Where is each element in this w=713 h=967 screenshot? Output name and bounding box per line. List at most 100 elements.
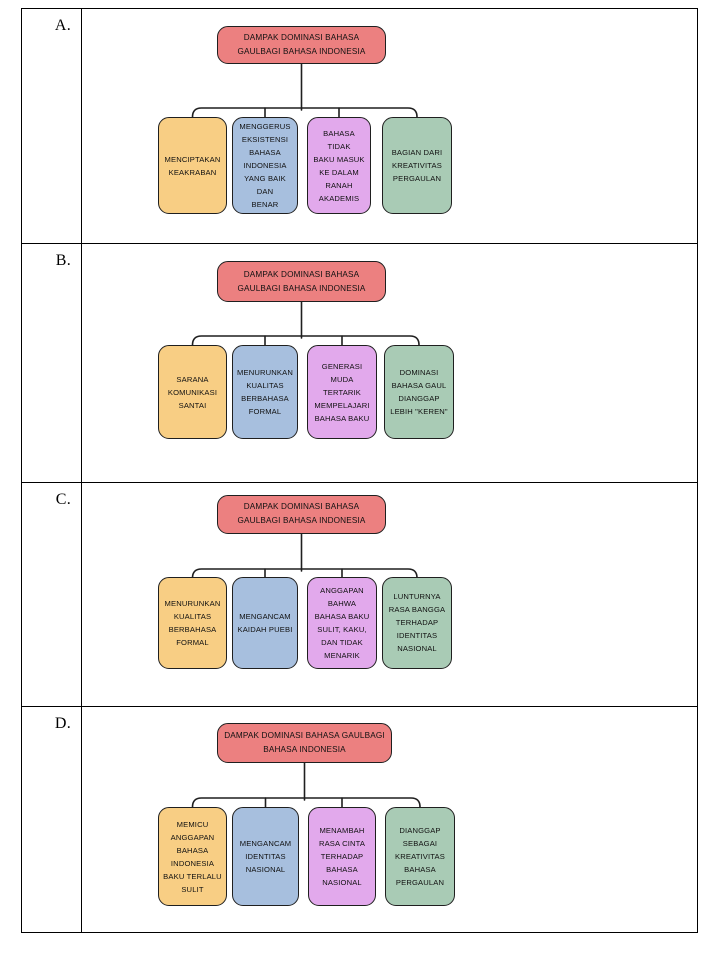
leaf-node-line: BAKU MASUK: [313, 154, 365, 164]
option-label-d: D.: [54, 715, 71, 733]
root-node-label: DAMPAK DOMINASI BAHASA GAULBAGI BAHASA I…: [224, 500, 379, 528]
leaf-node-label: MENGANCAM IDENTITAS NASIONAL: [240, 837, 292, 876]
leaf-node: MENGANCAM IDENTITAS NASIONAL: [232, 807, 299, 907]
option-label-cell-d: D.: [22, 707, 82, 932]
leaf-node-line: KREATIVITAS: [395, 852, 445, 862]
leaf-node-line: IDENTITAS: [245, 852, 286, 862]
leaf-node-line: EKSISTENSI: [241, 135, 289, 144]
leaf-node-line: MENGGERUS: [239, 122, 291, 131]
leaf-node-line: BAHASA: [249, 148, 281, 157]
leaf-node-label: ANGGAPAN BAHWA BAHASA BAKU SULIT, KAKU, DAN …: [315, 584, 370, 662]
leaf-node-line: RASA CINTA: [318, 839, 366, 849]
leaf-node-line: YANG BAIK DAN: [244, 174, 286, 196]
leaf-node-label: MENCIPTAKAN KEAKRABAN: [165, 153, 221, 179]
leaf-node-line: NASIONAL: [397, 644, 437, 654]
leaf-node-label: MENURUNKAN KUALITAS BERBAHASA FORMAL: [237, 366, 293, 418]
leaf-node-line: BERBAHASA: [241, 394, 289, 404]
leaf-node-line: KEAKRABAN: [168, 167, 217, 177]
option-row-a: A. DAMPAK DOMINASI BAHASA GAULBAGI BAHAS…: [22, 9, 697, 245]
leaf-node-line: BAHASA BAKU: [314, 611, 370, 621]
option-row-d: D. DAMPAK DOMINASI BAHASA GAULBAGI BAHAS…: [22, 707, 697, 932]
leaf-node-line: KAIDAH PUEBI: [237, 624, 293, 634]
root-node-line: DAMPAK DOMINASI BAHASA GAUL: [224, 731, 365, 741]
leaf-node-line: KUALITAS: [173, 611, 212, 621]
root-node-line: DAMPAK DOMINASI BAHASA GAUL: [237, 502, 360, 526]
leaf-node-line: MEMPELAJARI: [314, 400, 370, 410]
leaf-node-line: SARANA: [176, 374, 209, 384]
leaf-node-label: BAHASA TIDAK BAKU MASUK KE DALAM RANAH AKADE…: [312, 127, 366, 205]
leaf-node-line: DIANGGAP: [398, 394, 440, 404]
option-label-cell-c: C.: [22, 482, 82, 707]
leaf-node-line: BENAR: [251, 200, 279, 209]
leaf-node-line: SEBAGAI: [402, 839, 438, 849]
leaf-node-line: MUDA: [330, 374, 354, 384]
leaf-node-label: MENGGERUS EKSISTENSI BAHASA INDONESIA YANG B…: [237, 120, 293, 211]
leaf-node-line: SULIT: [181, 884, 204, 894]
leaf-node-line: KE DALAM: [319, 167, 359, 177]
leaf-node-line: AKADEMIS: [318, 193, 360, 203]
leaf-node-line: BERBAHASA: [168, 624, 217, 634]
leaf-node-line: MENGANCAM: [239, 611, 291, 621]
option-diagram-cell-d: DAMPAK DOMINASI BAHASA GAULBAGI BAHASA I…: [82, 707, 697, 932]
leaf-node: MENCIPTAKAN KEAKRABAN: [158, 117, 227, 214]
root-node-line: DAMPAK DOMINASI BAHASA GAUL: [237, 33, 360, 56]
root-node-label: DAMPAK DOMINASI BAHASA GAULBAGI BAHASA I…: [224, 729, 385, 757]
leaf-node-line: MEMICU: [176, 819, 209, 829]
leaf-node-line: ANGGAPAN: [320, 585, 364, 595]
leaf-node-line: MENGANCAM: [239, 839, 292, 849]
leaf-node-label: MENGANCAM KAIDAH PUEBI: [238, 610, 293, 636]
leaf-node-line: BAKU TERLALU: [163, 871, 222, 881]
leaf-node-line: KOMUNIKASI: [167, 387, 218, 397]
leaf-node-line: INDONESIA: [170, 858, 215, 868]
leaf-node-line: SULIT, KAKU,: [317, 624, 367, 634]
leaf-node: ANGGAPAN BAHWA BAHASA BAKU SULIT, KAKU, DAN …: [307, 576, 377, 669]
leaf-node-line: BAHASA GAUL: [391, 381, 447, 391]
option-row-c: C. DAMPAK DOMINASI BAHASA GAULBAGI BAHAS…: [22, 482, 697, 708]
leaf-node-line: DAN TIDAK: [321, 637, 363, 647]
leaf-node-line: FORMAL: [176, 637, 209, 647]
option-label-cell-a: A.: [22, 9, 82, 244]
leaf-node: BAHASA TIDAK BAKU MASUK KE DALAM RANAH AKADE…: [307, 117, 371, 214]
leaf-node-line: RASA BANGGA: [388, 605, 446, 615]
option-diagram-cell-c: DAMPAK DOMINASI BAHASA GAULBAGI BAHASA I…: [82, 483, 697, 707]
leaf-node-line: DOMINASI: [399, 368, 439, 378]
leaf-node-line: PERGAULAN: [395, 878, 445, 888]
leaf-node-line: DIANGGAP: [399, 826, 441, 836]
root-node-label: DAMPAK DOMINASI BAHASA GAULBAGI BAHASA I…: [224, 268, 379, 296]
option-diagram-cell-a: DAMPAK DOMINASI BAHASA GAULBAGI BAHASA I…: [82, 9, 697, 243]
leaf-node-line: FORMAL: [248, 407, 282, 417]
leaf-node-line: INDONESIA: [243, 161, 287, 170]
root-node: DAMPAK DOMINASI BAHASA GAULBAGI BAHASA I…: [217, 723, 392, 764]
option-diagram-cell-b: DAMPAK DOMINASI BAHASA GAULBAGI BAHASA I…: [82, 244, 697, 481]
leaf-node-line: KUALITAS: [246, 381, 284, 391]
option-label-a: A.: [54, 17, 71, 34]
leaf-node: MENGANCAM KAIDAH PUEBI: [232, 576, 298, 669]
option-label-c: C.: [55, 490, 71, 508]
leaf-node-line: NASIONAL: [245, 865, 286, 875]
leaf-node-line: MENURUNKAN: [237, 368, 293, 378]
leaf-node-line: NASIONAL: [322, 878, 362, 888]
root-node-label: DAMPAK DOMINASI BAHASA GAULBAGI BAHASA I…: [224, 31, 379, 59]
leaf-node-line: PERGAULAN: [392, 174, 442, 183]
answer-options-table: A. DAMPAK DOMINASI BAHASA GAULBAGI BAHAS…: [21, 8, 698, 933]
leaf-node-line: BAHWA: [327, 598, 357, 608]
leaf-node-line: BAHASA TIDAK: [323, 128, 355, 151]
leaf-node-line: RANAH: [325, 180, 353, 190]
option-label-cell-b: B.: [22, 244, 82, 482]
leaf-node-line: MENCIPTAKAN: [164, 154, 221, 164]
leaf-node-line: MENARIK: [324, 650, 360, 660]
